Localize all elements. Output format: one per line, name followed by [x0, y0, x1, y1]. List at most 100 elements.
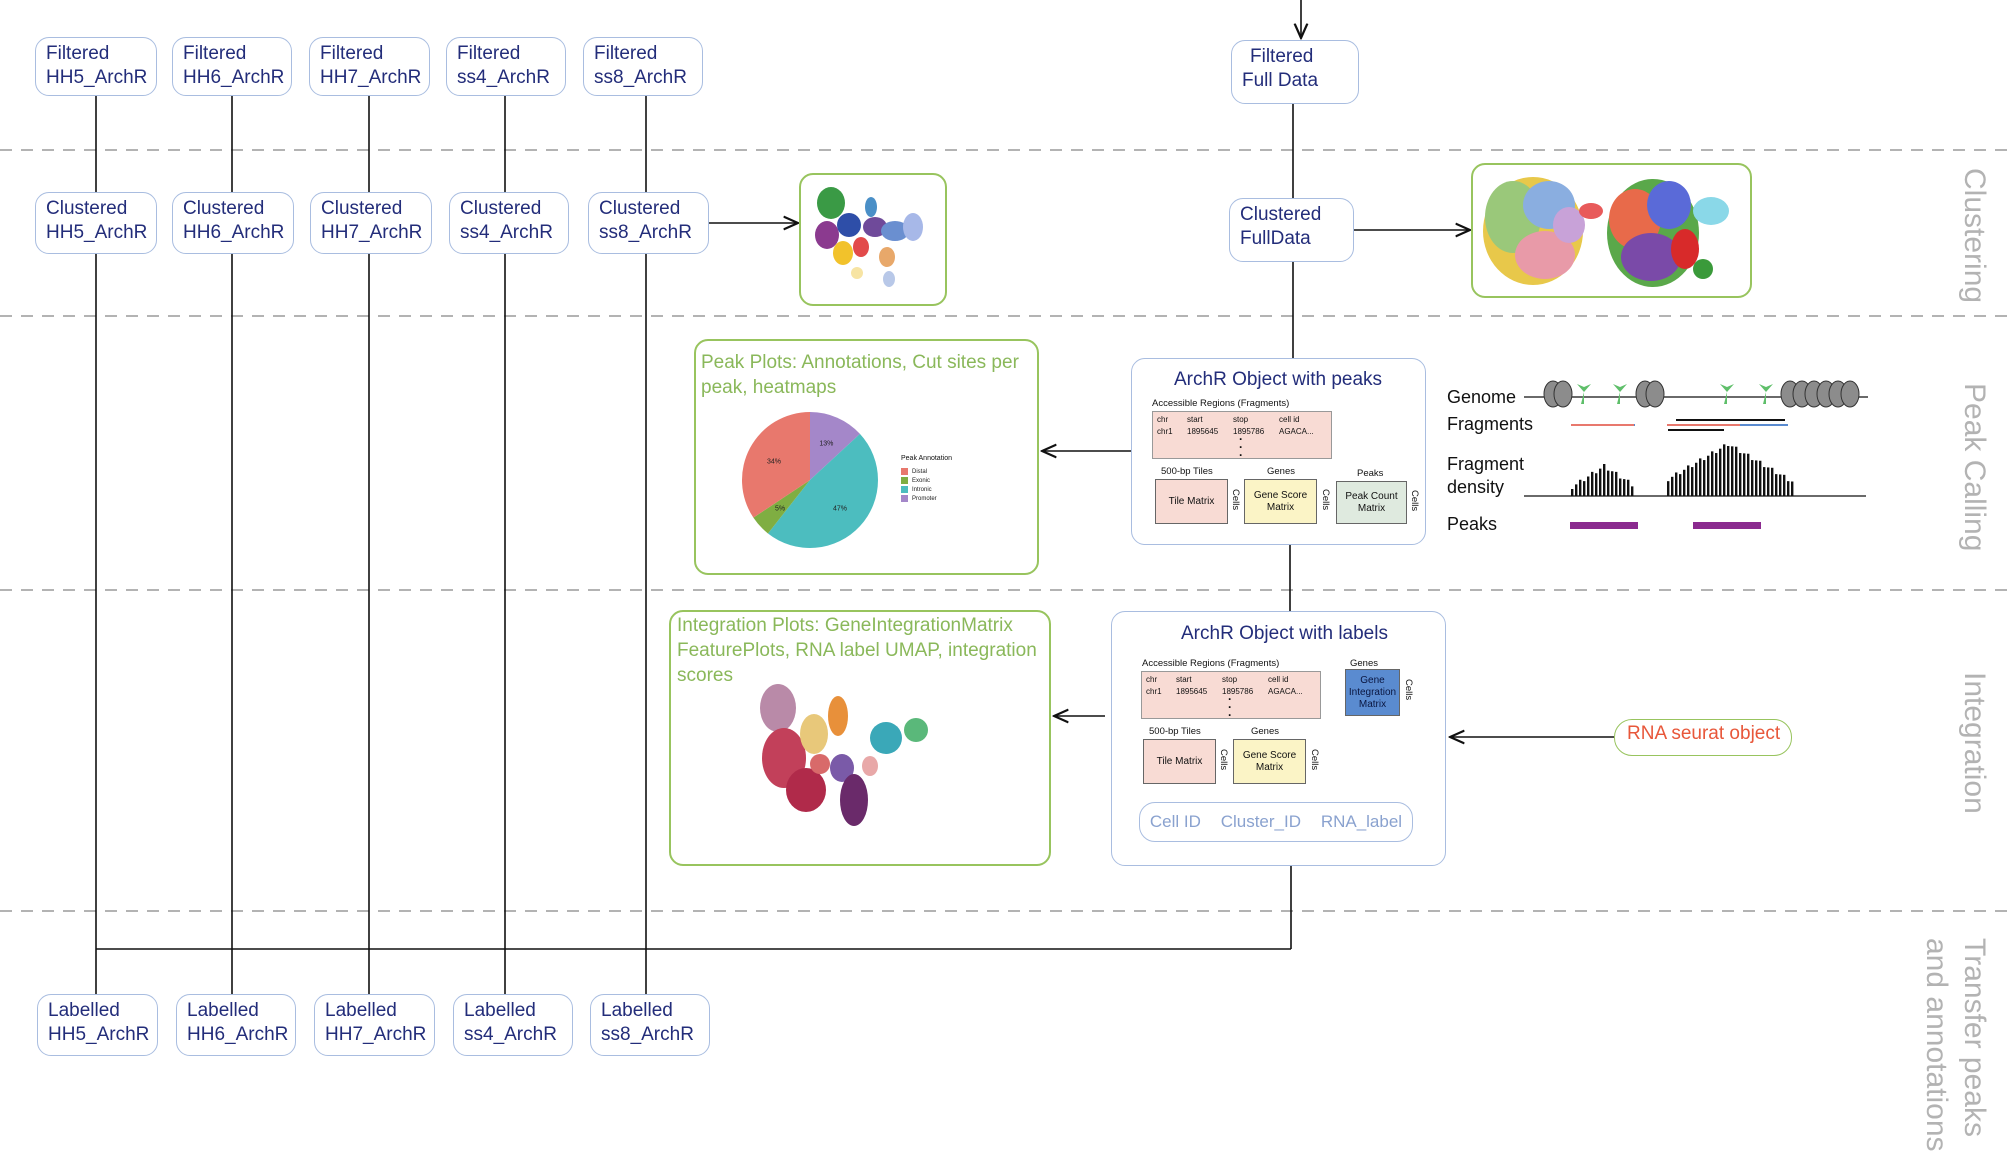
- density-bar: [1731, 446, 1734, 496]
- cells-label: Cells: [1409, 490, 1420, 512]
- density-bar: [1619, 478, 1622, 496]
- meta-rna-label: RNA_label: [1320, 812, 1403, 831]
- density-bar: [1615, 471, 1618, 496]
- peak-plots-title-line2: peak, heatmaps: [701, 377, 837, 398]
- fragments-cell: 1895645: [1187, 427, 1219, 436]
- node-line2: HH6_ArchR: [183, 67, 285, 88]
- integration-title-line2: FeaturePlots, RNA label UMAP, integratio…: [677, 640, 1037, 661]
- density-bar: [1671, 476, 1674, 496]
- fragment-density-line1: Fragment: [1447, 454, 1525, 474]
- node-filtered-hh6[interactable]: Filtered HH6_ArchR: [172, 37, 292, 96]
- pie-legend-title: Peak Annotation: [901, 455, 952, 462]
- density-bar: [1611, 471, 1614, 496]
- density-bar: [1595, 473, 1598, 496]
- node-line2: HH5_ArchR: [48, 1024, 150, 1045]
- ellipsis-icon: ···: [1239, 432, 1243, 462]
- label-metadata-pill: Cell ID Cluster_ID RNA_label: [1139, 802, 1413, 842]
- legend-swatch: [901, 468, 908, 475]
- density-bar: [1767, 467, 1770, 496]
- node-clustered-full-data[interactable]: Clustered FullData: [1229, 198, 1354, 262]
- tile-matrix: Tile Matrix: [1155, 479, 1228, 524]
- density-bar: [1703, 460, 1706, 496]
- cells-label: Cells: [1230, 489, 1241, 511]
- node-clustered-hh5[interactable]: Clustered HH5_ArchR: [35, 192, 157, 254]
- density-bar: [1571, 489, 1574, 496]
- node-line1: Filtered: [183, 43, 247, 64]
- node-filtered-ss4[interactable]: Filtered ss4_ArchR: [446, 37, 566, 96]
- pie-label-exonic: 5%: [775, 506, 785, 513]
- density-bar: [1699, 458, 1702, 496]
- archr-labels-object-box[interactable]: [1111, 611, 1446, 866]
- archr-labels-object-title: ArchR Object with labels: [1181, 623, 1388, 644]
- node-clustered-ss8[interactable]: Clustered ss8_ArchR: [588, 192, 709, 254]
- density-bar: [1627, 479, 1630, 496]
- pie-label-distal: 34%: [767, 459, 781, 466]
- accessible-regions-label: Accessible Regions (Fragments): [1152, 398, 1290, 409]
- density-bar: [1755, 460, 1758, 496]
- rna-seurat-object-node[interactable]: RNA seurat object: [1614, 719, 1792, 756]
- density-bar: [1691, 467, 1694, 496]
- density-bar: [1751, 460, 1754, 496]
- fragments-cell: 1895786: [1233, 427, 1265, 436]
- ellipsis-icon: ···: [1228, 692, 1232, 722]
- node-line2: ss8_ArchR: [594, 67, 687, 88]
- node-clustered-ss4[interactable]: Clustered ss4_ArchR: [449, 192, 569, 254]
- peaks-track-label: Peaks: [1447, 514, 1498, 534]
- node-labelled-hh6[interactable]: Labelled HH6_ArchR: [176, 994, 296, 1056]
- pie-slices: [742, 412, 879, 549]
- peak-plots-title-line1: Peak Plots: Annotations, Cut sites per: [701, 352, 1019, 373]
- fragments-cell: 1895786: [1222, 687, 1254, 696]
- stage-dividers: [0, 149, 2016, 912]
- density-bar: [1771, 467, 1774, 496]
- node-line2: ss4_ArchR: [460, 222, 553, 243]
- node-line1: Filtered: [594, 43, 658, 64]
- node-line1: Labelled: [464, 1000, 536, 1021]
- gene-score-matrix: Gene Score Matrix: [1233, 739, 1306, 784]
- node-line2: ss4_ArchR: [464, 1024, 557, 1045]
- cells-label: Cells: [1403, 679, 1414, 701]
- density-bar: [1791, 481, 1794, 496]
- genome-label: Genome: [1447, 387, 1517, 407]
- density-bar: [1783, 474, 1786, 496]
- node-filtered-full-data[interactable]: Filtered Full Data: [1231, 40, 1359, 104]
- node-clustered-hh7[interactable]: Clustered HH7_ArchR: [310, 192, 432, 254]
- node-line2: HH6_ArchR: [187, 1024, 289, 1045]
- node-line1: Filtered: [457, 43, 521, 64]
- node-line1: Labelled: [48, 1000, 120, 1021]
- legend-swatch: [901, 495, 908, 502]
- node-filtered-hh7[interactable]: Filtered HH7_ArchR: [309, 37, 430, 96]
- pie-legend-item-promoter: Promoter: [901, 494, 937, 503]
- fragment-density-line2: density: [1447, 477, 1505, 497]
- node-filtered-ss8[interactable]: Filtered ss8_ArchR: [583, 37, 703, 96]
- umap-ss8-scatter: [815, 187, 923, 287]
- pie-legend-item-exonic: Exonic: [901, 476, 937, 485]
- legend-swatch: [901, 486, 908, 493]
- fragments-col-chr: chr: [1146, 675, 1158, 684]
- density-bar: [1687, 465, 1690, 496]
- fragments-col-cell-id: cell id: [1268, 675, 1289, 684]
- stage-label-peak-calling: Peak Calling: [1958, 383, 1991, 552]
- pie-label-intronic: 47%: [833, 506, 847, 513]
- density-bar: [1735, 446, 1738, 496]
- stage-label-transfer-line2: and annotations: [1920, 938, 1953, 1152]
- fragments-col-stop: stop: [1222, 675, 1238, 684]
- density-bar: [1695, 462, 1698, 496]
- node-labelled-ss8[interactable]: Labelled ss8_ArchR: [590, 994, 710, 1056]
- node-labelled-hh5[interactable]: Labelled HH5_ArchR: [37, 994, 158, 1056]
- node-labelled-ss4[interactable]: Labelled ss4_ArchR: [453, 994, 573, 1056]
- density-bar: [1623, 479, 1626, 496]
- node-line1: Clustered: [1240, 204, 1322, 225]
- node-labelled-hh7[interactable]: Labelled HH7_ArchR: [314, 994, 435, 1056]
- density-bar: [1727, 446, 1730, 496]
- node-filtered-hh5[interactable]: Filtered HH5_ArchR: [35, 37, 157, 96]
- density-bar: [1779, 474, 1782, 496]
- pie-slice-distal: [742, 412, 810, 518]
- peak-annotation-pie-chart: 13%47%5%34%: [742, 412, 879, 549]
- node-line2: ss8_ArchR: [601, 1024, 694, 1045]
- node-line1: Filtered: [46, 43, 110, 64]
- legend-label: Promoter: [912, 495, 937, 502]
- meta-cluster-id: Cluster_ID: [1220, 812, 1302, 831]
- density-bar: [1707, 455, 1710, 496]
- node-clustered-hh6[interactable]: Clustered HH6_ArchR: [172, 192, 294, 254]
